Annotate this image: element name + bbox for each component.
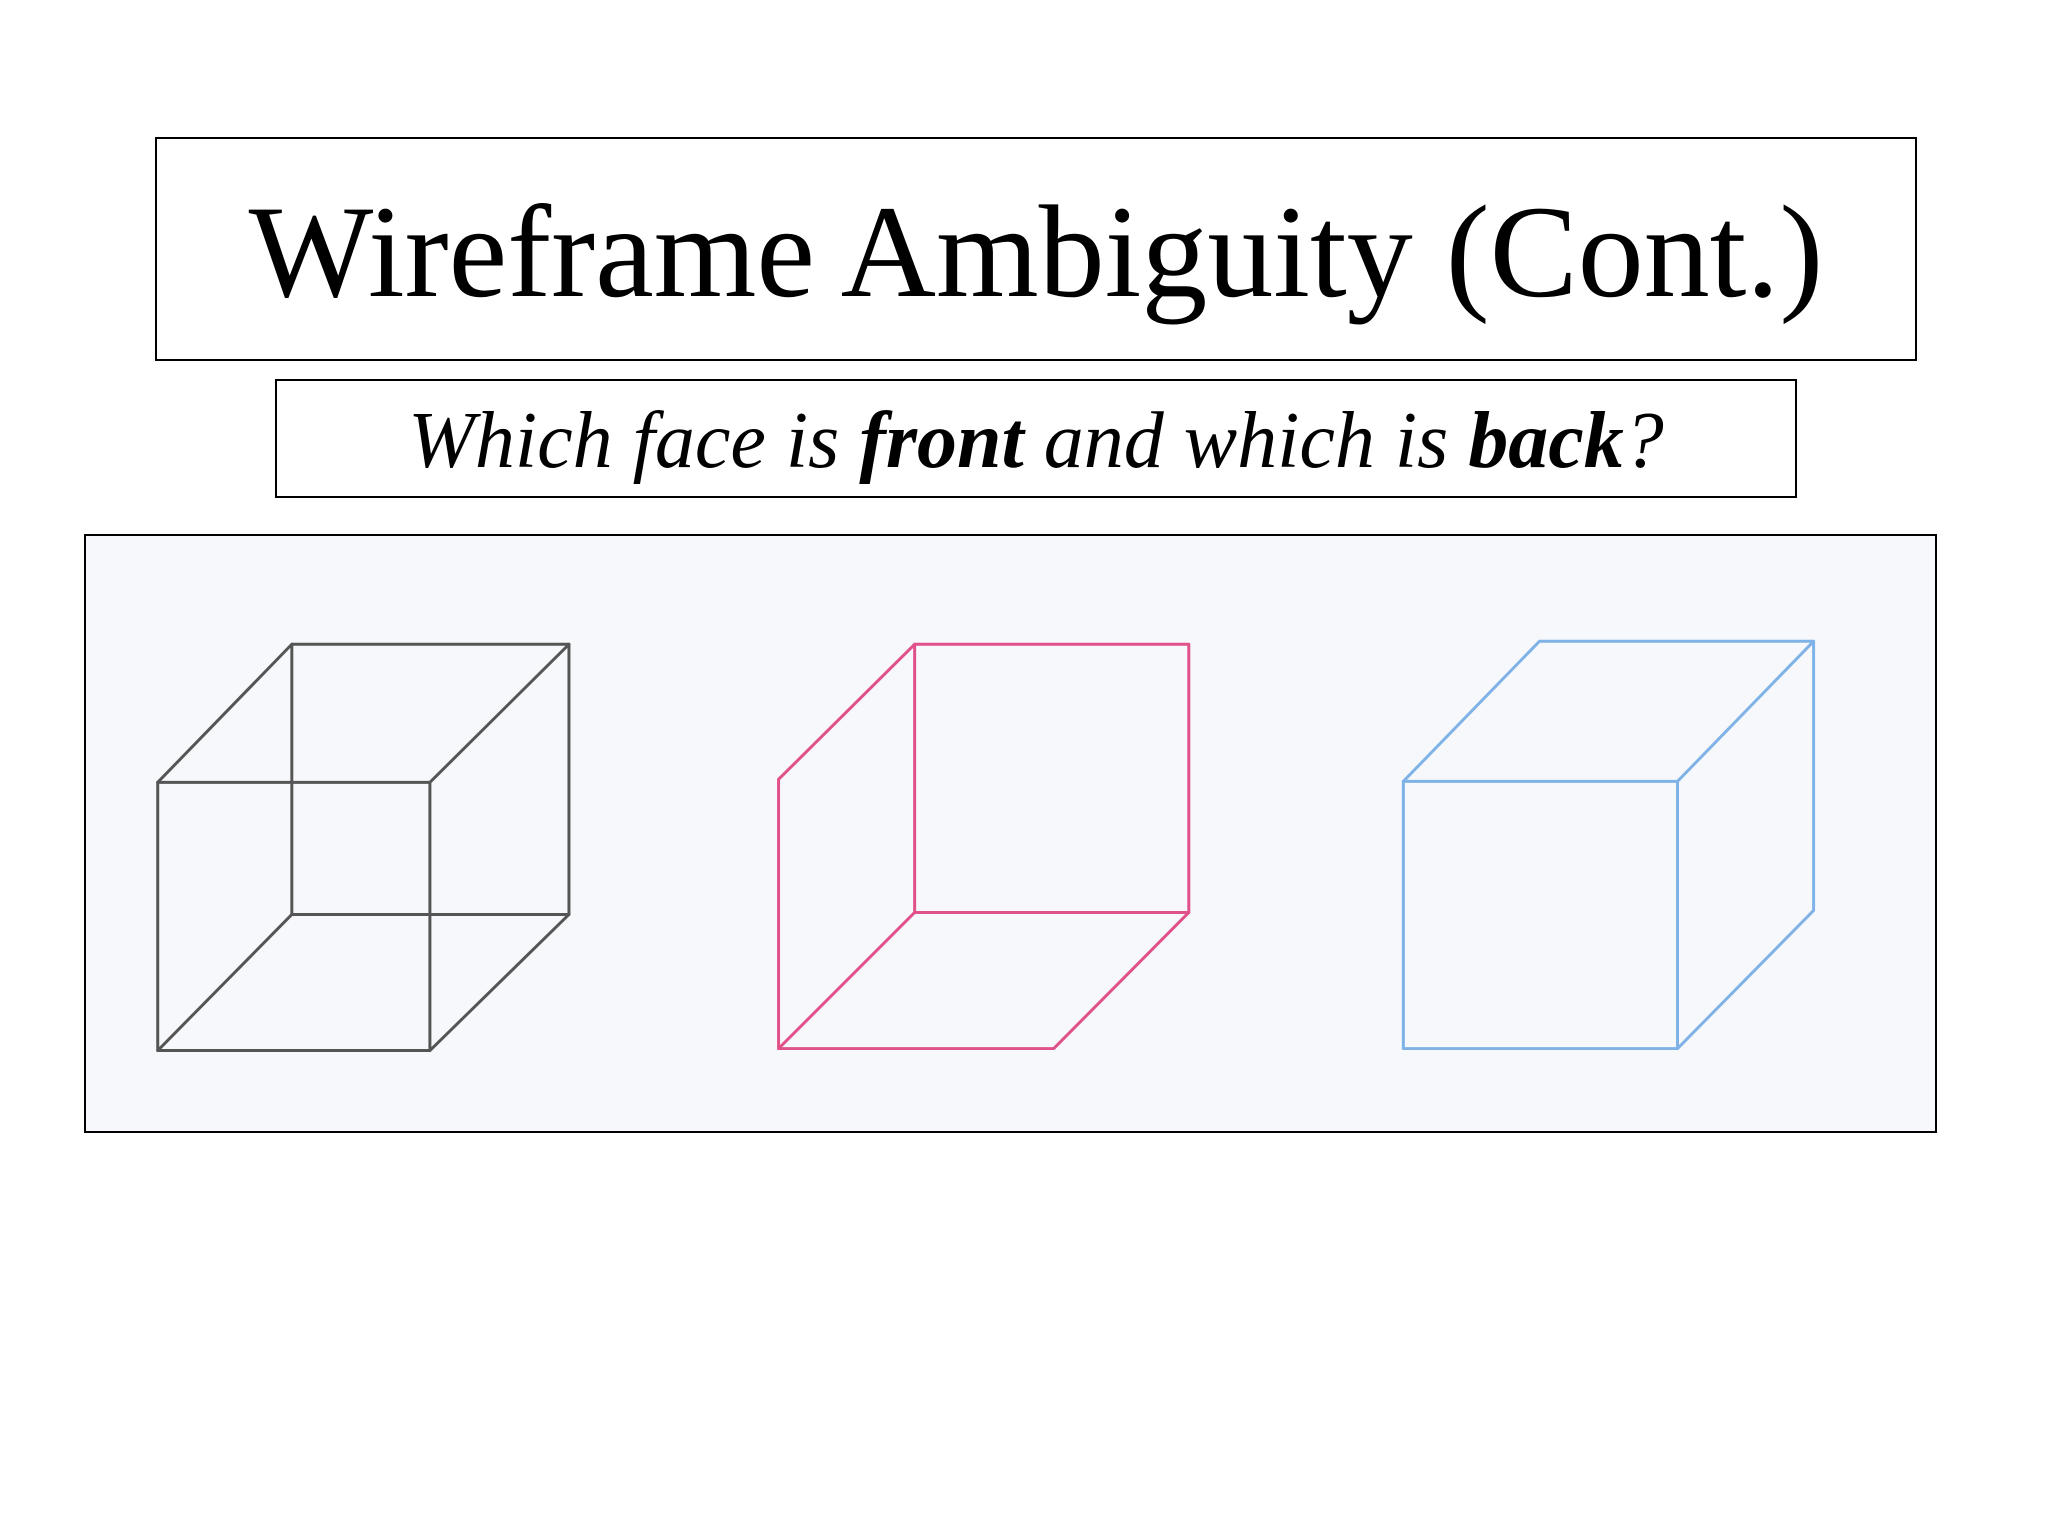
cube2-back-face [913,642,1191,914]
slide-title: Wireframe Ambiguity (Cont.) [248,178,1824,325]
cube3-front-face [1401,779,1680,1051]
cube-figure-panel [84,534,1937,1133]
cube2-inner-edge [777,910,917,1051]
cube-viewed-from-below [777,642,1191,1051]
cube1-connecting-edges [156,642,571,1053]
subtitle-bold-back: back [1468,396,1624,485]
necker-cube-wireframe [156,642,571,1053]
slide-subtitle: Which face is front and which is back? [408,401,1663,481]
subtitle-part-3: ? [1623,396,1664,485]
cube-figure [156,639,1816,1053]
subtitle-part-1: Which face is [408,396,860,485]
title-frame: Wireframe Ambiguity (Cont.) [155,137,1917,361]
subtitle-part-2: and which is [1023,396,1469,485]
cube-viewed-from-above [1401,639,1816,1051]
subtitle-frame: Which face is front and which is back? [275,379,1797,498]
subtitle-bold-front: front [859,396,1024,485]
cube3-top-and-side [1401,639,1816,1051]
